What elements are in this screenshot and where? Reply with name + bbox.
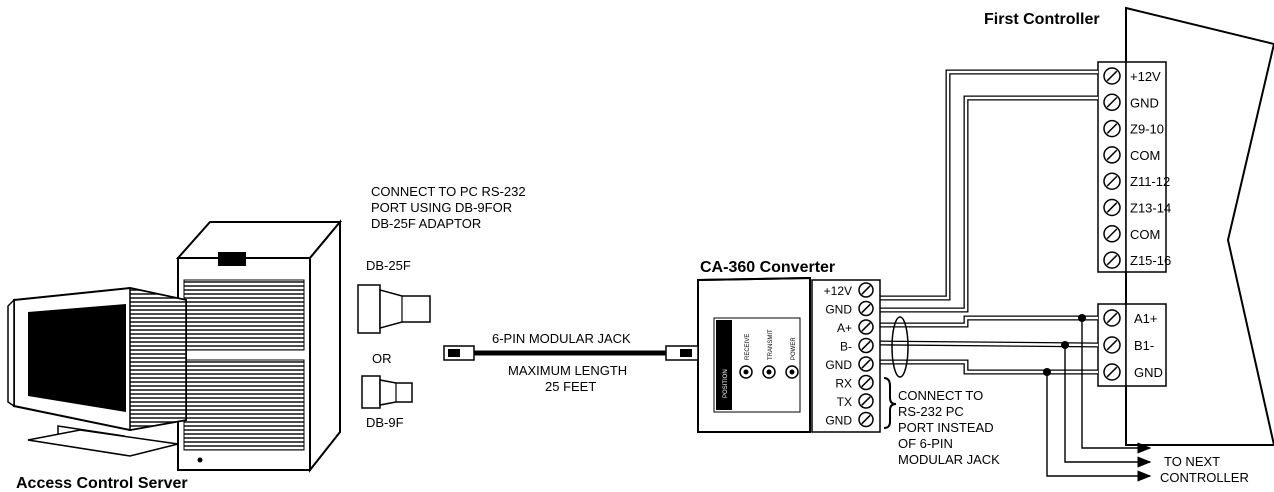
monitor-icon (7, 286, 187, 457)
svg-text:MODULAR JACK: MODULAR JACK (898, 452, 1000, 467)
converter-terminal-screw-icon (858, 356, 874, 372)
svg-text:CONNECT TO: CONNECT TO (898, 388, 983, 403)
controller-terminal-label: COM (1130, 148, 1160, 163)
svg-text:DB-25F ADAPTOR: DB-25F ADAPTOR (371, 216, 481, 231)
converter-terminal-screw-icon (858, 374, 874, 391)
controller-terminal-screw-icon (1103, 93, 1121, 112)
controller-terminal-screw-icon (1103, 251, 1121, 269)
converter-terminal-label: GND (825, 414, 852, 428)
controller-terminal-label: Z11-12 (1130, 174, 1170, 189)
converter-terminal-screw-icon (858, 337, 874, 354)
converter-terminal-label: TX (837, 395, 852, 409)
controller-terminal-screw-icon (1103, 172, 1121, 190)
converter-position-label: POSITION (723, 369, 729, 398)
controller-terminal-label: Z13-14 (1130, 201, 1171, 216)
controller-terminal-screw-icon (1103, 336, 1121, 354)
svg-text:RS-232 PC: RS-232 PC (898, 404, 964, 419)
led-label: TRANSMIT (768, 329, 774, 360)
led-power-icon (785, 365, 799, 379)
controller-terminal-screw-icon (1103, 67, 1121, 85)
ca360-converter: CA-360 Converter +12V GND A+ B- GND RX TX GND P… (697, 259, 881, 433)
controller-terminal-label: Z15-16 (1130, 253, 1171, 268)
controller-terminal-screw-icon (1103, 363, 1121, 381)
converter-terminal-screw-icon (858, 393, 874, 409)
controller-terminal-label: +12V (1130, 69, 1161, 84)
led-transmit-icon (762, 365, 776, 379)
converter-terminal-label: +12V (824, 284, 852, 298)
converter-terminal-screw-icon (858, 319, 874, 335)
converter-terminal-screw-icon (858, 300, 874, 317)
pc-note: CONNECT TO PC RS-232 PORT USING DB-9FOR … (371, 184, 526, 231)
first-controller-title: First Controller (984, 11, 1100, 28)
cable-jack-label: 6-PIN MODULAR JACK (492, 331, 631, 346)
led-label: POWER (791, 337, 797, 360)
svg-text:PORT INSTEAD: PORT INSTEAD (898, 420, 994, 435)
controller-terminal-screw-icon (1103, 119, 1121, 138)
db9-label: DB-9F (366, 415, 404, 430)
led-receive-icon (739, 365, 753, 379)
converter-terminal-label: RX (835, 377, 852, 391)
converter-terminal-screw-icon (858, 411, 874, 428)
or-label: OR (372, 351, 392, 366)
converter-title: CA-360 Converter (700, 259, 835, 276)
svg-text:CONNECT TO PC RS-232: CONNECT TO PC RS-232 (371, 184, 526, 199)
converter-terminal-label: GND (825, 358, 852, 372)
svg-text:CONTROLLER: CONTROLLER (1160, 470, 1249, 485)
svg-text:OF 6-PIN: OF 6-PIN (898, 436, 953, 451)
controller-terminal-label: COM (1130, 227, 1160, 242)
converter-terminal-label: GND (825, 303, 852, 317)
converter-terminal-label: A+ (837, 321, 852, 335)
db9-adaptor-icon (361, 375, 413, 409)
cable-max-length-label: MAXIMUM LENGTH (508, 363, 627, 378)
controller-terminal-label: A1+ (1134, 311, 1158, 326)
server-title: Access Control Server (16, 475, 188, 492)
controller-terminal-label: GND (1134, 365, 1163, 380)
svg-text:PORT USING DB-9FOR: PORT USING DB-9FOR (371, 200, 512, 215)
db25-label: DB-25F (366, 258, 411, 273)
svg-text:TO NEXT: TO NEXT (1164, 454, 1220, 469)
next-controller-label: TO NEXT CONTROLLER (1160, 454, 1249, 485)
rs232-brace (883, 377, 897, 429)
controller-terminal-screw-icon (1103, 198, 1121, 217)
server-tower-icon (175, 219, 343, 473)
controller-terminal-label: GND (1130, 95, 1159, 110)
rs232-note: CONNECT TO RS-232 PC PORT INSTEAD OF 6-P… (898, 388, 1000, 467)
converter-terminal-label: B- (840, 340, 852, 354)
cable-feet-label: 25 FEET (545, 379, 596, 394)
controller-terminal-label: B1- (1134, 338, 1154, 353)
converter-terminal-screw-icon (858, 282, 874, 298)
controller-terminal-screw-icon (1103, 146, 1121, 164)
led-label: RECEIVE (745, 334, 751, 360)
modular-cable: 6-PIN MODULAR JACK MAXIMUM LENGTH 25 FEE… (443, 331, 699, 394)
controller-terminal-screw-icon (1103, 309, 1121, 327)
controller-terminal-screw-icon (1103, 225, 1121, 243)
controller-terminal-label: Z9-10 (1130, 122, 1164, 137)
db25-adaptor-icon (357, 284, 431, 334)
